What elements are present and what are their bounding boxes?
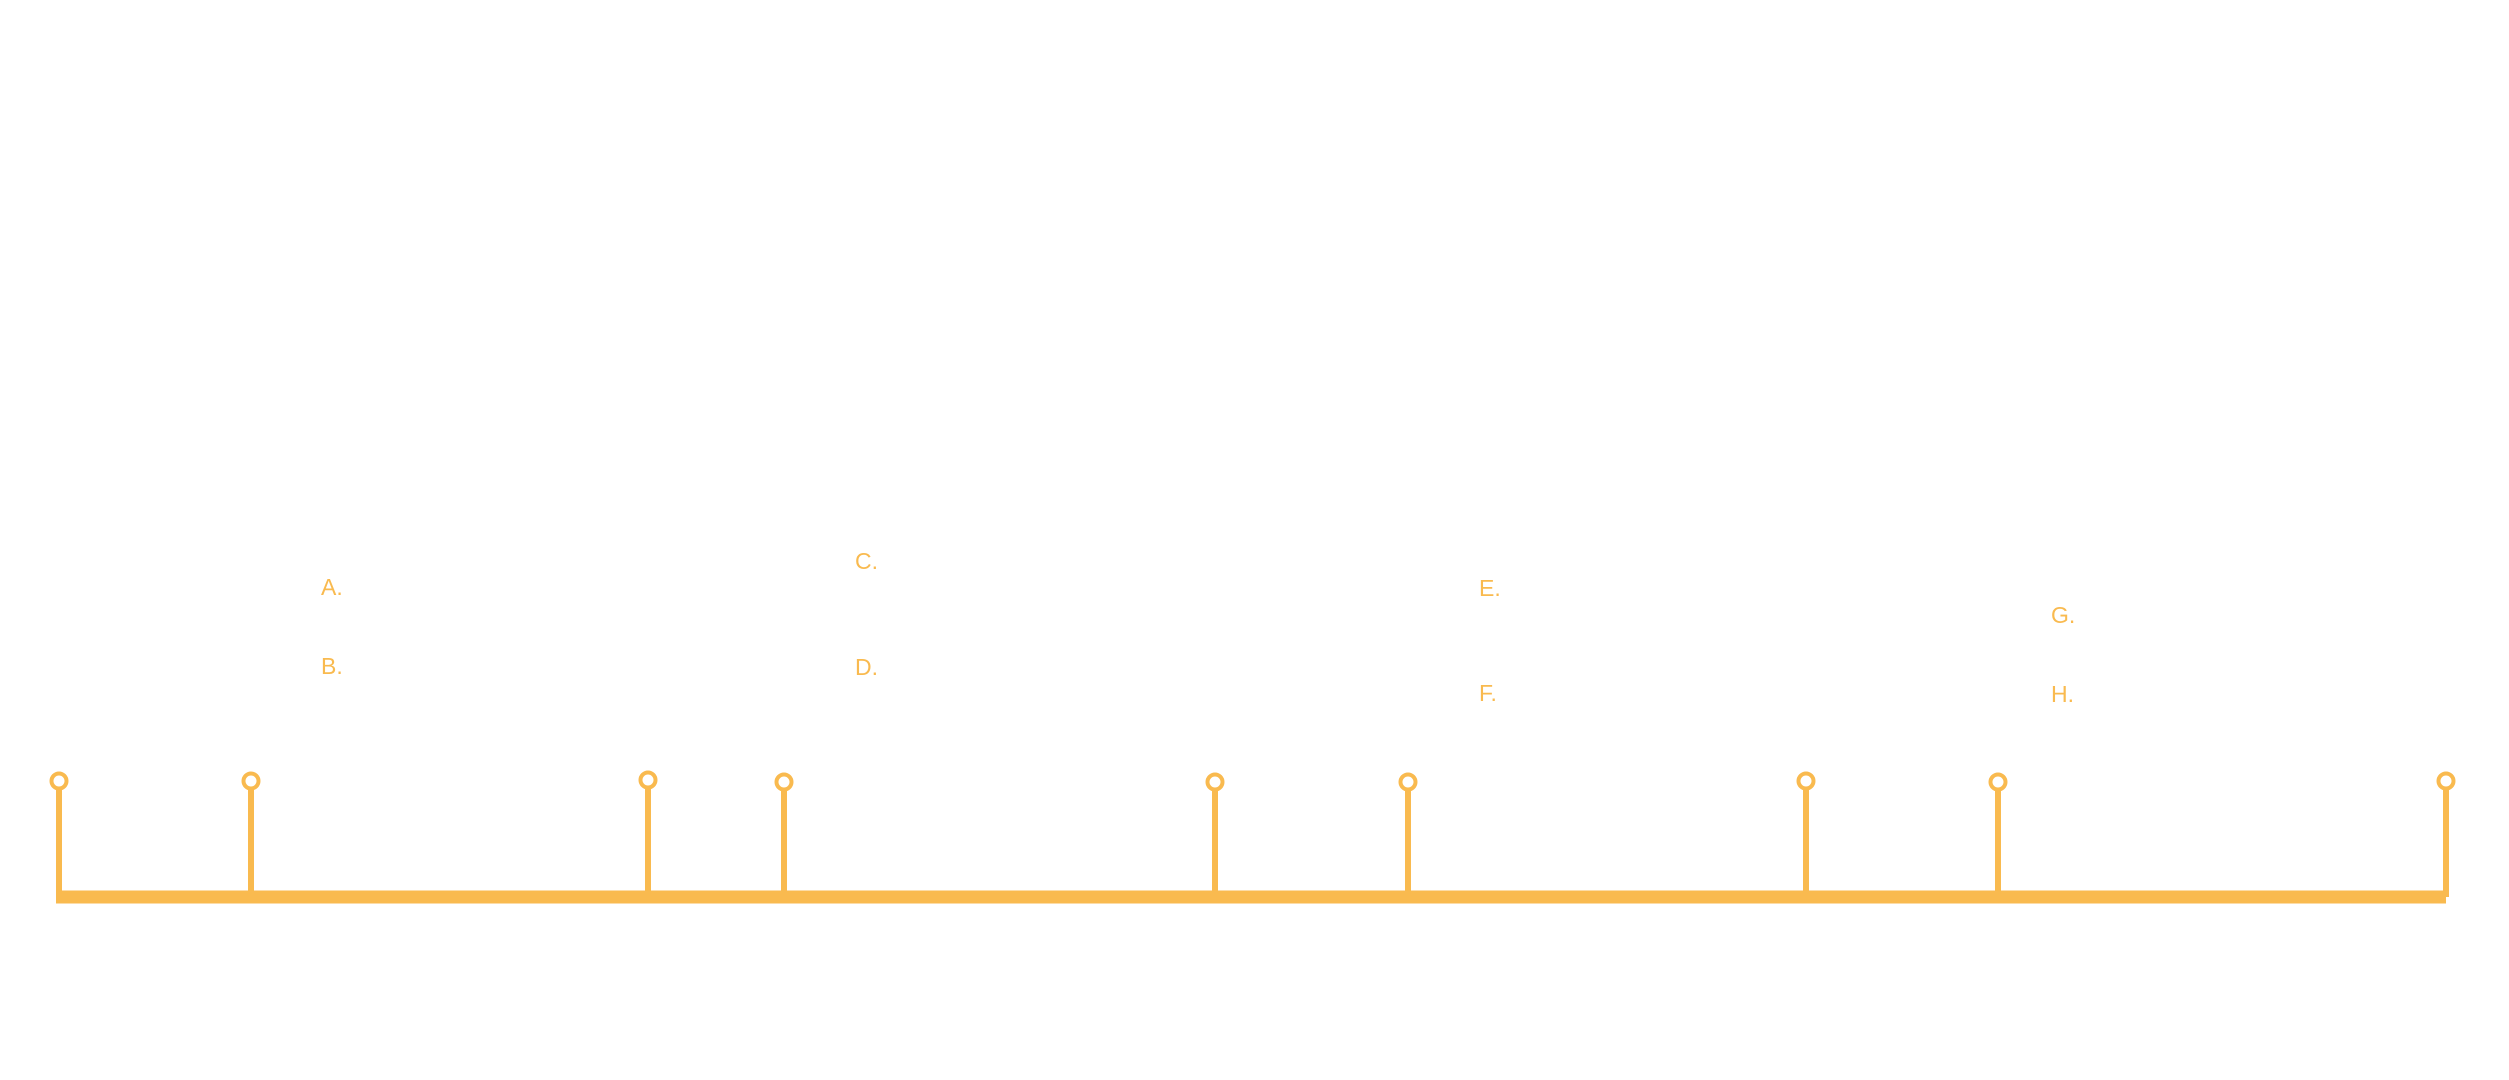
timeline-markers: [49, 770, 2456, 792]
timeline-marker-circle: [638, 770, 658, 790]
timeline-label-b: B.: [321, 653, 343, 679]
timeline-marker-circle: [49, 771, 69, 791]
timeline-label-e: E.: [1479, 575, 1501, 601]
timeline-marker-circle: [1398, 772, 1418, 792]
timeline-marker-circle: [774, 772, 794, 792]
timeline-marker-circle: [1796, 771, 1816, 791]
timeline-stems: [56, 787, 2449, 897]
timeline-label-a: A.: [321, 574, 343, 600]
timeline-marker-circle: [1988, 772, 2008, 792]
timeline-label-d: D.: [855, 654, 878, 680]
timeline-marker-circle: [1205, 772, 1225, 792]
timeline-marker-circle: [2436, 771, 2456, 791]
timeline-marker-circle: [241, 771, 261, 791]
timeline-label-h: H.: [2051, 681, 2074, 707]
timeline-label-c: C.: [855, 548, 878, 574]
timeline-label-f: F.: [1479, 680, 1497, 706]
timeline-label-g: G.: [2051, 602, 2075, 628]
